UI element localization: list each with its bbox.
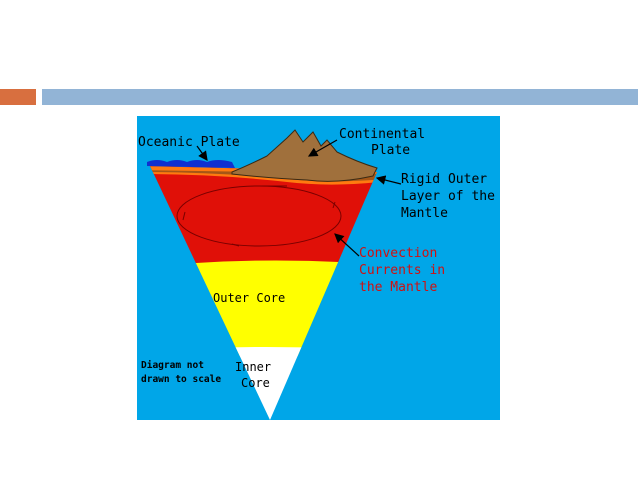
earth-layers-diagram: Oceanic Plate Continental Plate Rigid Ou… — [137, 116, 500, 420]
convection-arrow-right — [332, 201, 336, 209]
label-continental-line1: Continental — [339, 127, 425, 142]
label-convection-line1: Convection — [359, 246, 437, 261]
label-continental-line2: Plate — [371, 143, 410, 158]
oceanic-pointer — [196, 145, 208, 161]
convection-pointer — [334, 233, 360, 257]
label-rigid-line2: Layer of the — [401, 189, 495, 204]
convection-arrow-bottom — [231, 243, 240, 247]
label-rigid-line1: Rigid Outer — [401, 172, 487, 187]
continental-pointer — [307, 139, 338, 157]
label-note-line2: drawn to scale — [141, 374, 221, 385]
label-oceanic-plate: Oceanic Plate — [138, 135, 240, 150]
oceanic-plate-water — [147, 160, 235, 168]
label-convection-line3: the Mantle — [359, 280, 437, 295]
convection-arrow-left — [182, 211, 186, 221]
rigid-pointer — [375, 175, 402, 185]
label-note-line1: Diagram not — [141, 360, 204, 371]
label-inner-line1: Inner — [235, 360, 271, 374]
continental-plate-shape — [231, 129, 378, 182]
label-outer-core: Outer Core — [213, 291, 285, 305]
label-convection-line2: Currents in — [359, 263, 445, 278]
title-accent-bar-orange — [0, 89, 36, 105]
convection-current-loop — [176, 185, 342, 247]
title-accent-bar-blue — [42, 89, 638, 105]
label-rigid-line3: Mantle — [401, 206, 448, 221]
label-inner-line2: Core — [241, 376, 270, 390]
